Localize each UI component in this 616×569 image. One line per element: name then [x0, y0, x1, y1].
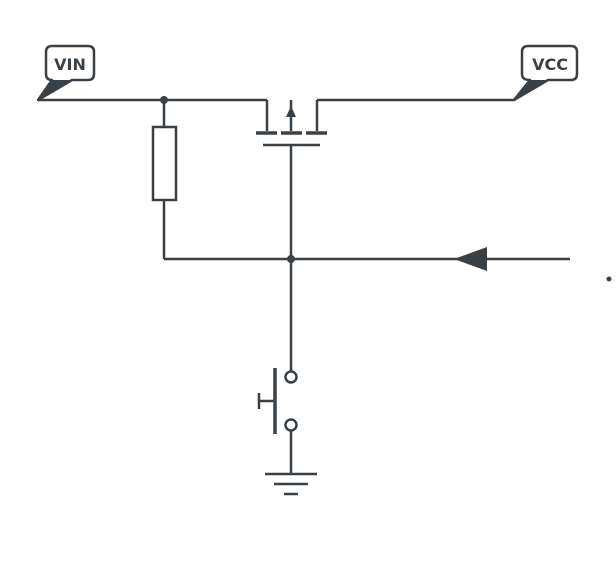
stray-dot — [606, 276, 612, 282]
vin-rail-wire — [38, 98, 269, 131]
ground-symbol — [265, 472, 317, 496]
vcc-label-text: VCC — [532, 55, 568, 74]
vin-port-label: VIN — [36, 44, 96, 102]
push-button-switch — [257, 368, 298, 434]
p-channel-mosfet — [256, 100, 327, 259]
resistor — [151, 100, 178, 259]
input-arrow — [454, 247, 487, 271]
vcc-port-label: VCC — [512, 44, 579, 102]
vcc-rail-wire — [315, 98, 514, 131]
vin-label-text: VIN — [54, 55, 86, 74]
